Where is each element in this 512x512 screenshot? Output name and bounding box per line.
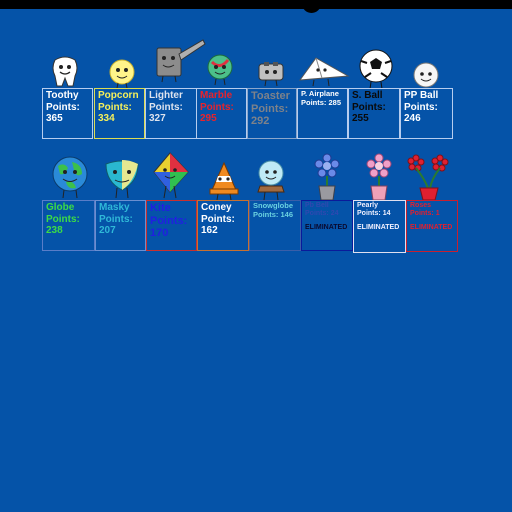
points-value: 14 [382, 210, 391, 218]
points-value: 295 [200, 113, 217, 124]
points-value: 170 [150, 227, 169, 240]
contestant-name: Popcorn [98, 90, 139, 101]
globe-icon [52, 156, 88, 199]
eliminated-label: ELIMINATED [410, 224, 453, 232]
contestant-box: S. Ball Points: 255 [348, 88, 400, 139]
points-label: Points: [200, 101, 234, 113]
eliminated-label: ELIMINATED [357, 224, 400, 232]
points-label: Points: [150, 214, 188, 227]
points-value: 285 [328, 97, 342, 107]
contestant-name: Pb Bell [305, 202, 329, 209]
contestant-box: Roses Points: 1 ELIMINATED [406, 200, 458, 252]
top-bar-tab [302, 0, 321, 13]
points-line: Points: 14 [357, 210, 403, 218]
contestant-name: Globe [46, 202, 75, 213]
points-label: Points: [201, 213, 235, 225]
contestant-box: Lighter Points: 327 [145, 88, 197, 139]
contestant-box: Kite Points: 170 [146, 200, 197, 251]
points-value: 238 [46, 225, 63, 236]
contestant-name: Snowglobe [253, 201, 293, 210]
contestant-box: Marble Points: 295 [196, 88, 247, 139]
marble-icon [206, 54, 234, 86]
points-value: 334 [98, 113, 115, 124]
contestant-box: Popcorn Points: 334 [94, 88, 145, 139]
points-line: Points: 285 [301, 97, 345, 108]
top-black-bar [0, 0, 512, 9]
cone-icon [208, 161, 240, 201]
points-line: Points: 146 [253, 209, 298, 220]
contestant-name: P. Airplane [301, 89, 339, 98]
tooth-icon [51, 56, 79, 88]
contestant-box: P. Airplane Points: 285 [297, 88, 348, 139]
points-label: Points: [305, 210, 329, 218]
contestant-name: Toaster [251, 90, 290, 102]
contestant-box: Snowglobe Points: 146 [249, 200, 301, 251]
points-value: 255 [352, 113, 369, 124]
contestant-box: Toothy Points: 365 [42, 88, 93, 139]
points-line: Points: 24 [305, 210, 350, 218]
points-label: Points: [352, 101, 386, 113]
points-label: Points: [46, 213, 80, 225]
points-value: 162 [201, 225, 218, 236]
points-label: Points: [253, 209, 279, 219]
points-label: Points: [301, 97, 327, 107]
paper-airplane-icon [298, 56, 350, 87]
contestant-box: Pearly Points: 14 ELIMINATED [353, 200, 406, 253]
red-flowers-icon [406, 154, 452, 202]
points-value: 24 [330, 210, 339, 218]
contestant-name: Marble [200, 90, 233, 101]
points-line: Points: 1 [410, 210, 455, 218]
contestant-name: Lighter [149, 90, 183, 101]
contestant-name: Pearly [357, 202, 379, 209]
contestant-box: Pb Bell Points: 24 ELIMINATED [301, 200, 353, 251]
contestant-name: S. Ball [352, 90, 383, 101]
points-value: 365 [46, 113, 63, 124]
lighter-icon [153, 38, 207, 84]
contestant-name: Roses [410, 202, 432, 209]
points-label: Points: [357, 210, 381, 218]
blue-flower-icon [314, 153, 340, 201]
mask-icon [104, 160, 140, 199]
points-label: Points: [410, 210, 434, 218]
points-label: Points: [251, 102, 289, 115]
contestant-box: Masky Points: 207 [95, 200, 146, 251]
contestant-name: PP Ball [404, 90, 439, 101]
kite-icon [152, 152, 190, 200]
ping-pong-ball-icon [412, 62, 440, 90]
contestant-box: Toaster Points: 292 [247, 88, 297, 139]
points-value: 327 [149, 113, 166, 124]
popcorn-icon [108, 58, 136, 89]
contestant-box: Coney Points: 162 [197, 200, 249, 251]
contestant-box: Globe Points: 238 [42, 200, 95, 251]
contestant-box: PP Ball Points: 246 [400, 88, 453, 139]
points-label: Points: [149, 101, 183, 113]
contestant-name: Masky [99, 202, 130, 213]
eliminated-label: ELIMINATED [305, 224, 348, 232]
points-value: 146 [280, 209, 294, 219]
points-value: 207 [99, 225, 116, 236]
points-value: 1 [435, 210, 440, 218]
points-value: 292 [251, 115, 270, 128]
soccer-ball-icon [359, 49, 393, 90]
snowglobe-icon [256, 160, 286, 201]
contestant-name: Kite [150, 202, 171, 214]
points-label: Points: [404, 101, 438, 113]
contestant-name: Toothy [46, 90, 79, 101]
toaster-icon [258, 62, 284, 87]
contestant-name: Coney [201, 202, 232, 213]
points-value: 246 [404, 113, 421, 124]
pink-flower-icon [366, 153, 392, 201]
points-label: Points: [98, 101, 132, 113]
points-label: Points: [46, 101, 80, 113]
points-label: Points: [99, 213, 133, 225]
